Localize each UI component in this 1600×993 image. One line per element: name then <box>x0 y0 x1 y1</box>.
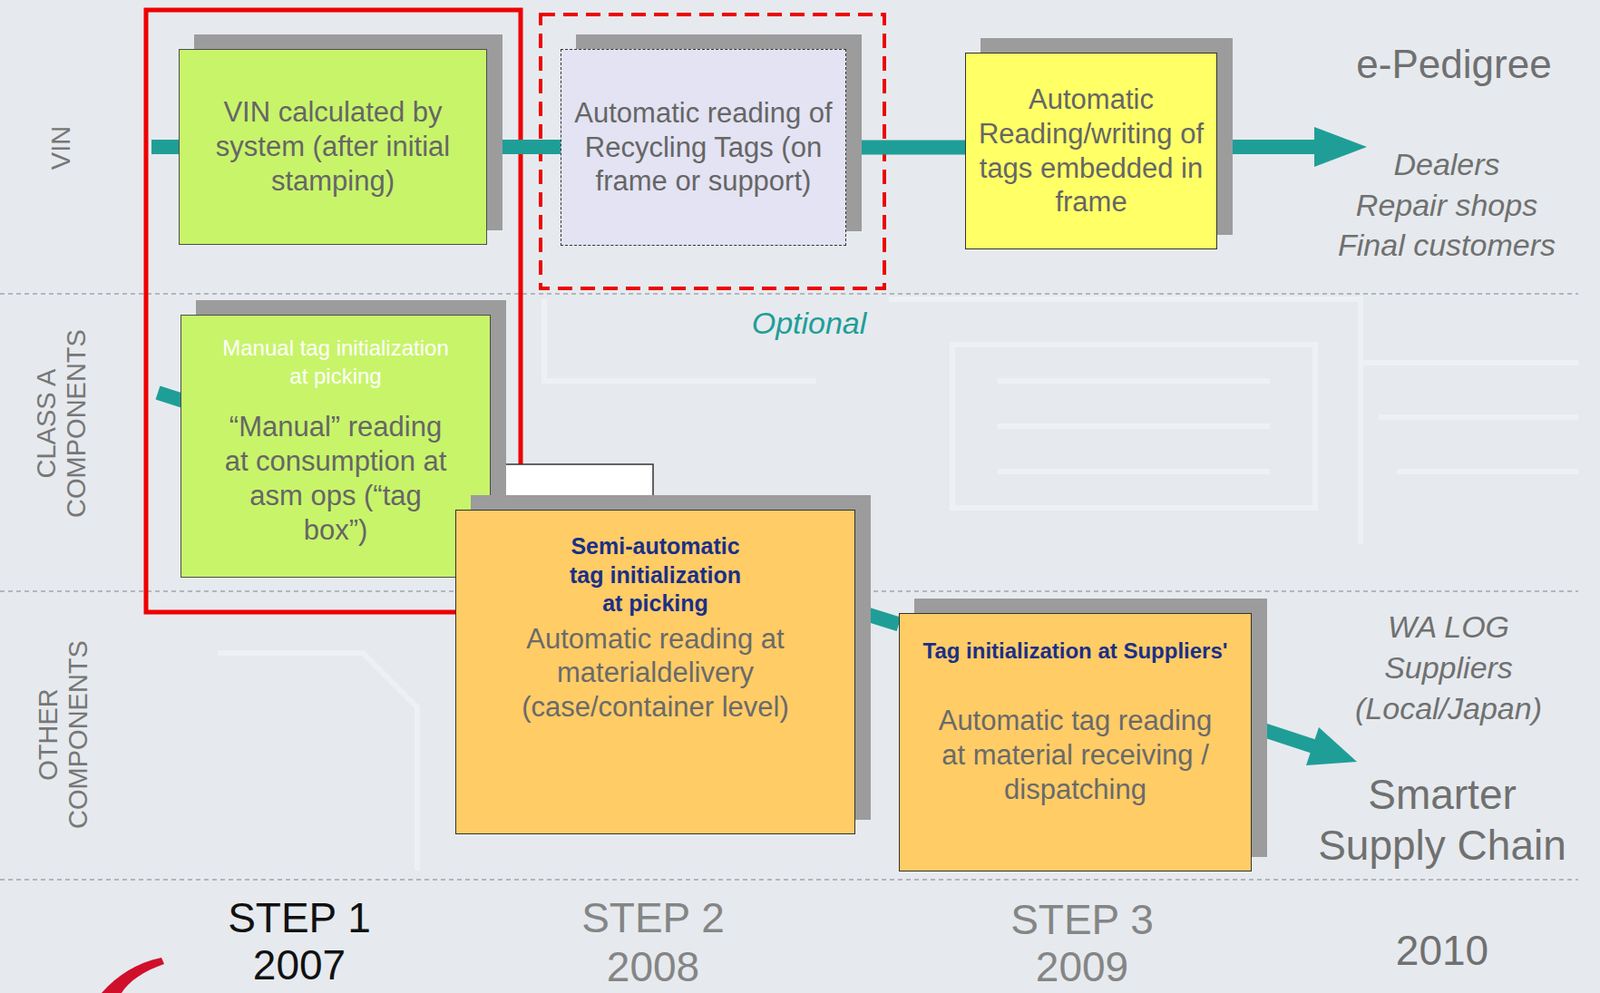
year-label: 2007 <box>253 944 346 986</box>
box-text: VIN calculated by system (after initial … <box>188 95 478 198</box>
row-label: CLASS A COMPONENTS <box>31 314 93 533</box>
block-arrow <box>490 464 678 510</box>
box-text: Automatic reading at materialdelivery (c… <box>510 622 801 725</box>
arrow-head <box>1306 727 1357 766</box>
target-heading: e-Pedigree <box>1356 41 1552 88</box>
circuit-chip <box>952 344 1316 508</box>
connector-line <box>487 139 561 155</box>
flow-line <box>1215 139 1320 155</box>
box-text: Automatic reading of Recycling Tags (on … <box>565 96 842 199</box>
row-label: OTHER COMPONENTS <box>33 625 95 844</box>
process-box: VIN calculated by system (after initial … <box>178 48 488 245</box>
connector-line <box>846 140 966 156</box>
row-separator <box>0 292 1579 295</box>
circuit-trace <box>217 653 418 871</box>
row-separators <box>0 293 1579 880</box>
year-label: 2008 <box>606 946 700 988</box>
row-separator <box>0 878 1579 881</box>
step-label: STEP 3 <box>1010 898 1154 941</box>
process-box: Semi-automatic tag initialization at pic… <box>455 509 856 835</box>
box-text: Automatic tag reading at material receiv… <box>930 703 1221 807</box>
flow-line <box>1249 725 1314 747</box>
box-heading: Tag initialization at Suppliers' <box>923 637 1229 664</box>
connector-line <box>855 610 899 625</box>
year-label: 2009 <box>1035 946 1129 988</box>
step-label: STEP 1 <box>227 897 371 939</box>
logo-fragment <box>101 957 165 993</box>
box-text: “Manual” reading at consumption at asm o… <box>216 409 455 547</box>
target-label: Final customers <box>1337 227 1556 264</box>
circuit-trace <box>997 380 1270 472</box>
target-label: WA LOG <box>1387 609 1510 645</box>
flow-line-stub <box>157 392 184 401</box>
optional-note: Optional <box>751 305 868 342</box>
box-heading: Semi-automatic tag initialization at pic… <box>557 532 753 619</box>
year-label: 2010 <box>1395 929 1489 972</box>
process-box: Automatic Reading/writing of tags embedd… <box>965 52 1218 250</box>
circuit-trace <box>888 299 1361 545</box>
process-box: Manual tag initialization at picking “Man… <box>180 314 491 578</box>
box-text: Automatic Reading/writing of tags embedd… <box>977 82 1205 220</box>
target-label: Repair shops <box>1356 187 1538 224</box>
target-label: Suppliers <box>1384 650 1513 686</box>
optional-frame <box>540 14 885 289</box>
box-heading: Manual tag initialization at picking <box>215 333 457 391</box>
process-box: Automatic reading of Recycling Tags (on … <box>560 48 847 246</box>
step-label: STEP 2 <box>581 897 725 939</box>
arrow-head <box>1314 126 1367 167</box>
row-label: VIN <box>46 39 77 257</box>
connector-line <box>490 497 533 510</box>
flow-line-stub <box>151 139 182 155</box>
process-box: Tag initialization at Suppliers' Automati… <box>898 613 1252 872</box>
circuit-trace <box>1360 362 1579 472</box>
target-label: (Local/Japan) <box>1355 691 1542 727</box>
target-label: Dealers <box>1393 146 1500 183</box>
target-heading: Smarter Supply Chain <box>1310 769 1574 871</box>
